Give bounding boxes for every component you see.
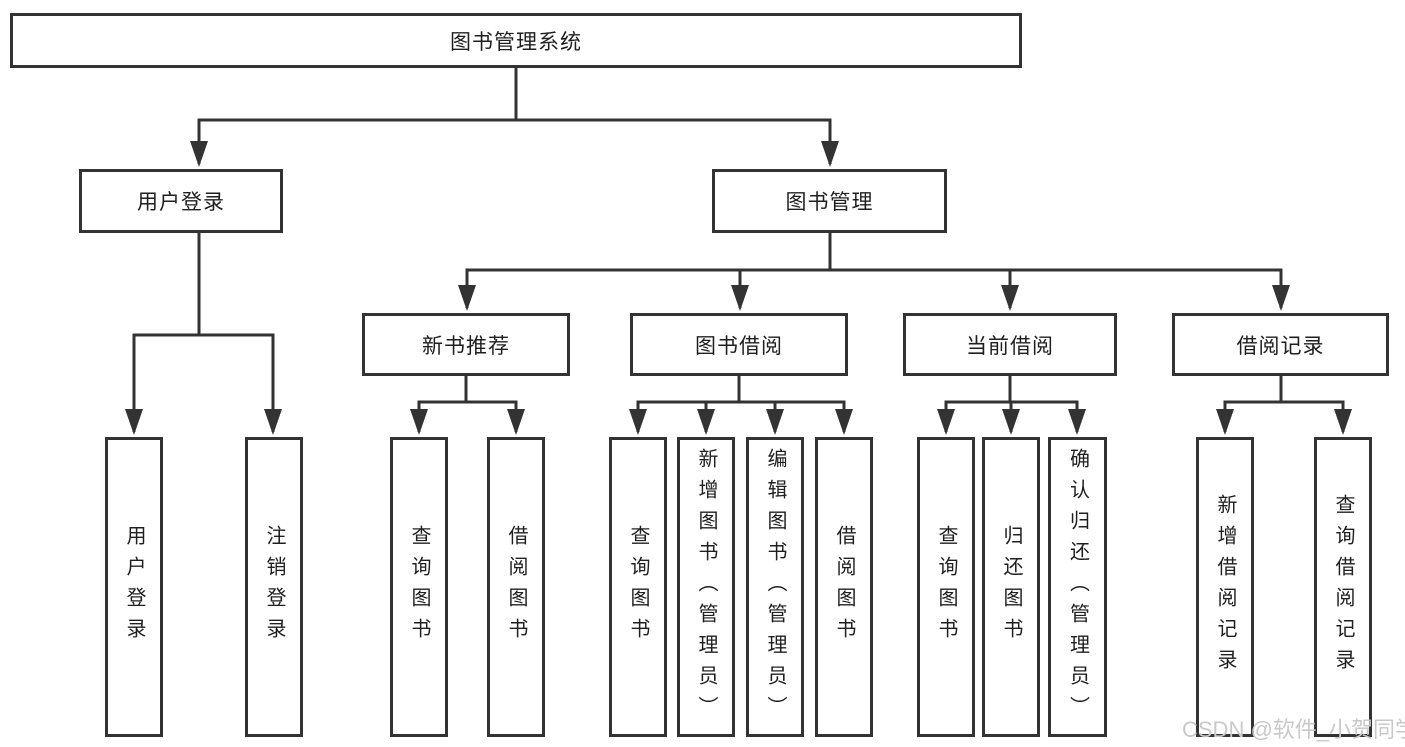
leaf-confirm-return-admin: 确认归还（管理员）: [1048, 437, 1107, 737]
node-label: 图书管理: [785, 191, 874, 214]
node-label: 借阅图书: [505, 525, 527, 649]
node-book-borrowing: 图书借阅: [630, 313, 848, 376]
leaf-add-books-admin: 新增图书（管理员）: [677, 437, 735, 737]
node-label: 新增图书（管理员）: [695, 447, 717, 727]
leaf-borrow-books: 借阅图书: [815, 437, 873, 737]
node-label: 查询借阅记录: [1332, 494, 1354, 680]
node-label: 查询图书: [408, 525, 430, 649]
leaf-edit-books-admin: 编辑图书（管理员）: [746, 437, 804, 737]
leaf-query-books-recommend: 查询图书: [390, 437, 448, 737]
leaf-logout-login: 注销登录: [245, 437, 303, 737]
node-user-login: 用户登录: [79, 169, 283, 233]
leaf-borrow-books-recommend: 借阅图书: [487, 437, 545, 737]
leaf-query-books-borrow: 查询图书: [609, 437, 667, 737]
leaf-query-books-current: 查询图书: [917, 437, 975, 737]
node-label: 借阅图书: [833, 525, 855, 649]
leaf-add-borrow-record: 新增借阅记录: [1196, 437, 1254, 737]
leaf-query-borrow-record: 查询借阅记录: [1314, 437, 1372, 737]
node-book-management: 图书管理: [712, 169, 947, 233]
node-label: 编辑图书（管理员）: [764, 447, 786, 727]
csdn-watermark: CSDN @软件_小贺同学: [1182, 717, 1405, 742]
node-label: 确认归还（管理员）: [1066, 447, 1089, 727]
leaf-return-books: 归还图书: [982, 437, 1040, 737]
node-current-borrowing: 当前借阅: [903, 313, 1117, 376]
node-label: 归还图书: [1000, 525, 1022, 649]
node-label: 查询图书: [935, 525, 957, 649]
node-label: 新增借阅记录: [1214, 494, 1236, 680]
node-new-book-recommendation: 新书推荐: [362, 313, 570, 376]
node-label: 注销登录: [263, 525, 285, 649]
node-label: 当前借阅: [966, 334, 1054, 358]
leaf-user-login: 用户登录: [105, 437, 163, 737]
node-label: 用户登录: [137, 191, 225, 214]
node-library-management-system: 图书管理系统: [10, 13, 1022, 68]
node-label: 借阅记录: [1236, 334, 1325, 358]
node-label: 用户登录: [123, 525, 145, 649]
node-label: 图书管理系统: [450, 30, 582, 54]
node-label: 查询图书: [627, 525, 649, 649]
node-label: 图书借阅: [695, 334, 783, 358]
node-label: 新书推荐: [422, 334, 510, 358]
node-borrowing-records: 借阅记录: [1172, 313, 1389, 376]
